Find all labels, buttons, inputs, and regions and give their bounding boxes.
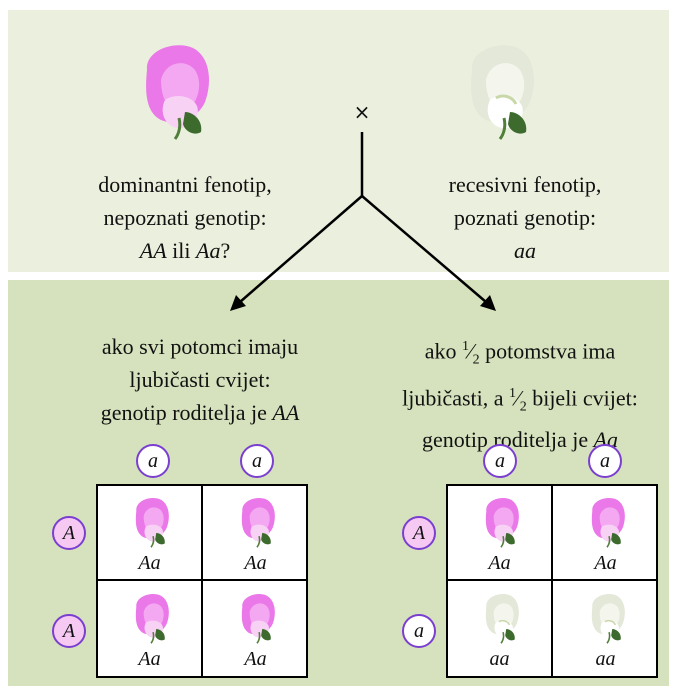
punnett-cell: Aa — [554, 486, 657, 578]
pink-sweet-pea-flower-icon — [135, 40, 215, 140]
punnett-cell: Aa — [98, 486, 201, 578]
punnett-cell: aa — [554, 582, 657, 674]
right-gamete-side-1: A — [402, 516, 436, 550]
left-punnett-square: Aa Aa Aa Aa — [96, 484, 308, 678]
punnett-cell: Aa — [204, 486, 307, 578]
recessive-parent-label: recesivni fenotip, poznati genotip: aa — [448, 172, 602, 263]
pink-sweet-pea-flower-icon — [236, 590, 278, 645]
left-gamete-side-1: A — [52, 516, 86, 550]
dominant-parent-label: dominantni fenotip, nepoznati genotip: A… — [98, 172, 272, 263]
pink-sweet-pea-flower-icon — [236, 494, 278, 549]
left-gamete-top-1: a — [136, 444, 170, 478]
pink-sweet-pea-flower-icon — [586, 494, 628, 549]
punnett-cell: Aa — [98, 582, 201, 674]
cross-symbol: × — [353, 100, 371, 124]
right-gamete-top-1: a — [483, 444, 517, 478]
left-result-text: ako svi potomci imaju ljubičasti cvijet:… — [100, 334, 300, 425]
right-gamete-side-2: a — [402, 614, 436, 648]
grid-divider — [551, 486, 553, 676]
white-sweet-pea-flower-icon — [460, 40, 540, 140]
pink-sweet-pea-flower-icon — [130, 494, 172, 549]
right-result-text: ako 1⁄2 potomstva ima ljubičasti, a 1⁄2 … — [402, 338, 638, 453]
punnett-cell: aa — [448, 582, 551, 674]
grid-divider — [98, 579, 306, 581]
left-gamete-top-2: a — [240, 444, 274, 478]
white-sweet-pea-flower-icon — [480, 590, 522, 645]
white-sweet-pea-flower-icon — [586, 590, 628, 645]
punnett-cell: Aa — [204, 582, 307, 674]
pink-sweet-pea-flower-icon — [480, 494, 522, 549]
punnett-cell: Aa — [448, 486, 551, 578]
right-punnett-square: Aa Aa aa aa — [446, 484, 658, 678]
left-gamete-side-2: A — [52, 614, 86, 648]
pink-sweet-pea-flower-icon — [130, 590, 172, 645]
grid-divider — [201, 486, 203, 676]
grid-divider — [448, 579, 656, 581]
right-gamete-top-2: a — [588, 444, 622, 478]
